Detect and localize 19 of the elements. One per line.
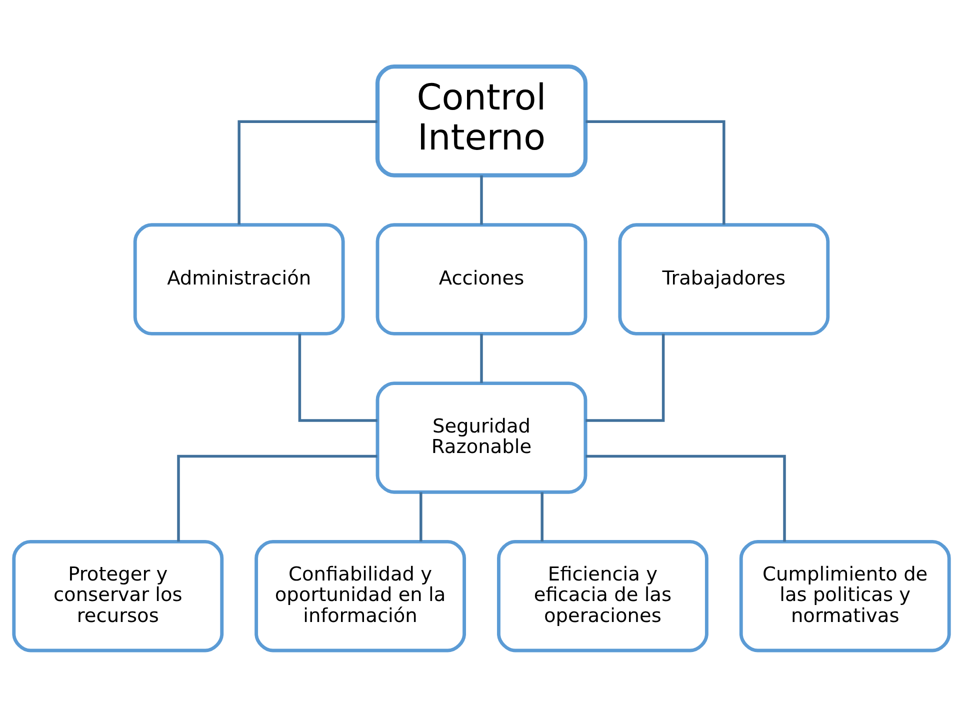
connector: [480, 175, 483, 225]
node-box: Administración: [133, 223, 345, 336]
node-box: Cumplimiento de las politicas y normativas: [739, 540, 951, 652]
node-box: Confiabilidad y oportunidad en la información: [254, 540, 466, 652]
connector: [480, 334, 483, 384]
node-box: Eficiencia y eficacia de las operaciones: [497, 540, 708, 652]
connector: [298, 334, 378, 422]
connector: [238, 120, 378, 225]
connector: [586, 120, 726, 225]
node-box: Seguridad Razonable: [376, 382, 588, 494]
node-box: Acciones: [376, 223, 588, 336]
node-box: Control Interno: [375, 64, 588, 178]
connector: [540, 492, 544, 542]
connector: [420, 492, 422, 542]
node-box: Proteger y conservar los recursos: [12, 540, 224, 652]
connector: [586, 454, 786, 542]
connector: [586, 334, 665, 422]
connector: [177, 454, 378, 542]
node-box: Trabajadores: [618, 223, 830, 336]
